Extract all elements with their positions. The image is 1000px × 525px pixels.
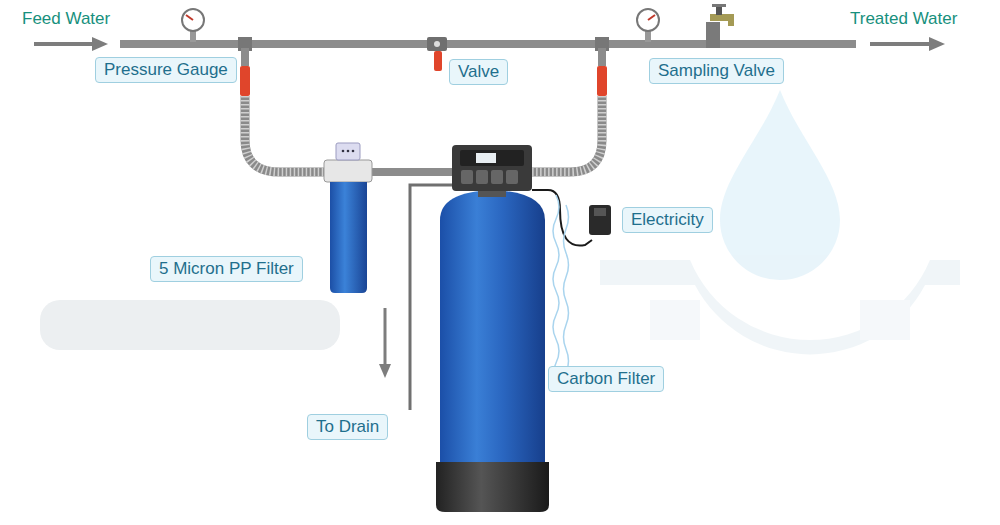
callout-box: To Drain [307, 414, 388, 440]
power-cord [532, 190, 611, 246]
sampling-faucet [706, 4, 734, 48]
callout-label: Sampling Valve [658, 61, 775, 81]
callout-label: Valve [458, 62, 499, 82]
callout-box: Electricity [622, 207, 713, 233]
branch-valve [238, 37, 609, 96]
wave-decoration [553, 195, 569, 387]
callout-box: 5 Micron PP Filter [150, 256, 303, 282]
flex-hose [245, 96, 602, 172]
pp-filter-housing [324, 143, 372, 293]
callout-label: To Drain [316, 417, 379, 437]
flow-label: Feed Water [22, 9, 110, 29]
callout-box: Sampling Valve [649, 58, 784, 84]
control-valve-head [452, 145, 532, 197]
callout-label: Carbon Filter [557, 369, 655, 389]
bypass-valve [427, 37, 447, 71]
callout-box: Valve [449, 59, 508, 85]
pressure-gauge [182, 9, 659, 42]
callout-label: Pressure Gauge [104, 60, 228, 80]
carbon-tank [436, 190, 549, 512]
inlet-pipe [370, 168, 452, 176]
watermark-strokes [40, 300, 340, 350]
callout-label: Electricity [631, 210, 704, 230]
watermark-logo [600, 90, 960, 354]
main-pipe [120, 40, 856, 48]
flow-label: Treated Water [850, 9, 957, 29]
flow-arrow [34, 37, 945, 51]
callout-box: Pressure Gauge [95, 57, 237, 83]
drain-line [379, 185, 452, 410]
callout-box: Carbon Filter [548, 366, 664, 392]
callout-label: 5 Micron PP Filter [159, 259, 294, 279]
